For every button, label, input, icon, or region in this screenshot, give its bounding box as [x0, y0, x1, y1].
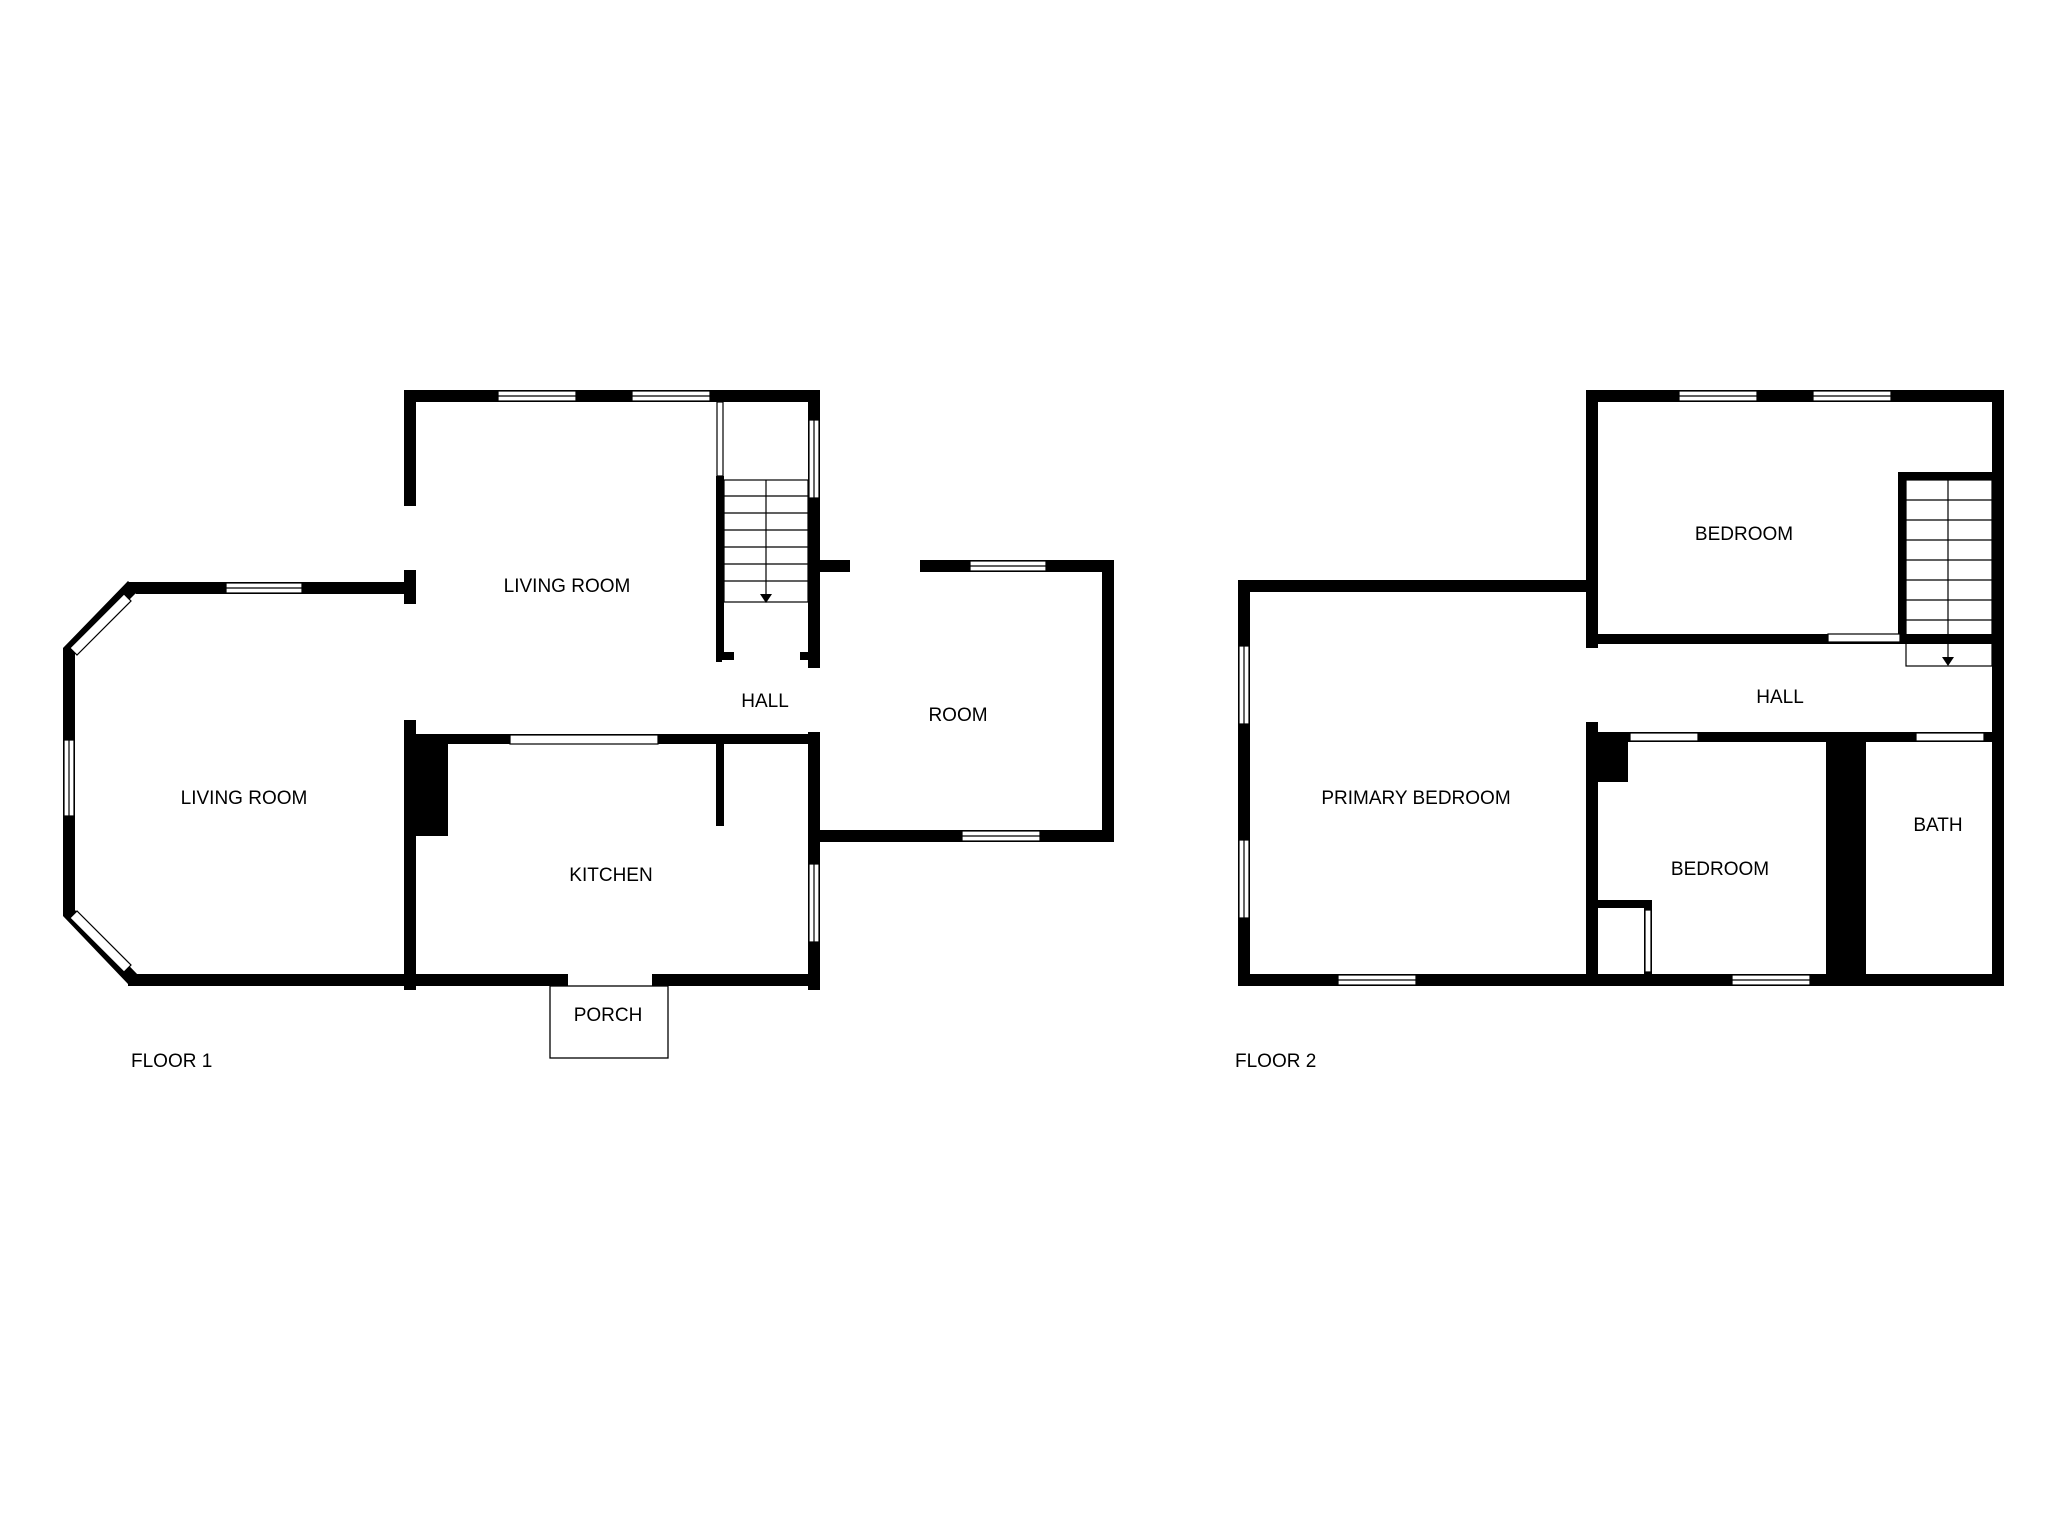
floor-1: LIVING ROOM LIVING ROOM HALL ROOM KITCHE…	[63, 390, 1114, 1072]
room-label-porch: PORCH	[574, 1005, 643, 1026]
room-label-bedroom-bottom: BEDROOM	[1671, 859, 1769, 880]
floor-2-walls	[1238, 390, 2004, 986]
floor-label-1: FLOOR 1	[131, 1051, 212, 1072]
room-label-hall-floor-2: HALL	[1756, 687, 1804, 708]
windows-floor-1	[63, 390, 1047, 973]
stairs-floor-2	[1905, 479, 1993, 667]
porch-outline	[549, 985, 669, 1059]
room-label-living-room-left: LIVING ROOM	[181, 788, 308, 809]
room-label-kitchen: KITCHEN	[569, 865, 652, 886]
windows-floor-2	[1238, 390, 1985, 986]
room-label-living-room-top: LIVING ROOM	[504, 576, 631, 597]
room-label-bath: BATH	[1913, 815, 1962, 836]
room-label-hall-floor-1: HALL	[741, 691, 789, 712]
floor-label-2: FLOOR 2	[1235, 1051, 1316, 1072]
living-room-left-walls	[63, 580, 418, 986]
room-label-bedroom-top: BEDROOM	[1695, 524, 1793, 545]
floor-2: PRIMARY BEDROOM BEDROOM HALL BEDROOM BAT…	[1235, 390, 2004, 1072]
room-label-room: ROOM	[928, 705, 987, 726]
stairs-floor-1	[723, 479, 809, 603]
room-right-walls	[814, 560, 1114, 842]
room-label-primary-bedroom: PRIMARY BEDROOM	[1321, 788, 1510, 809]
